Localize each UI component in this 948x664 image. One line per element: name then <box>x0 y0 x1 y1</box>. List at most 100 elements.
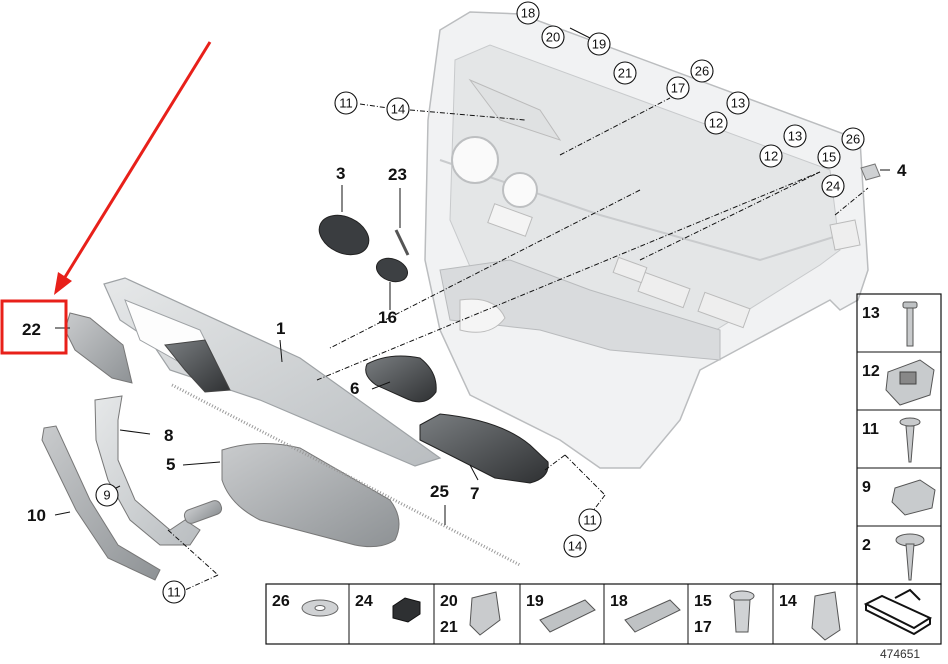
door-panel <box>424 11 869 469</box>
circle-11-c-label: 11 <box>167 585 181 600</box>
screw-13-icon <box>902 301 918 347</box>
circle-19: 19 <box>587 32 611 56</box>
circle-13-b-label: 13 <box>788 129 802 144</box>
part-7-pocket-trim <box>419 413 549 484</box>
screw-11-icon <box>899 417 921 463</box>
legend-bottom-19: 19 <box>526 593 544 610</box>
circle-21: 21 <box>613 61 637 85</box>
legend-bottom-18: 18 <box>610 593 628 610</box>
clip-18-icon <box>624 599 681 633</box>
circle-11-b-label: 11 <box>583 513 597 528</box>
callout-7: 7 <box>470 484 479 503</box>
part-9-handle-carrier <box>94 395 201 546</box>
diagram-id: 474651 <box>880 647 920 661</box>
callout-22: 22 <box>22 320 41 339</box>
circle-26-b: 26 <box>841 127 865 151</box>
circle-26-a: 26 <box>690 59 714 83</box>
circle-20: 20 <box>541 25 565 49</box>
circle-13-b: 13 <box>783 124 807 148</box>
callout-16: 16 <box>378 308 397 327</box>
circle-17-label: 17 <box>671 81 685 96</box>
circle-14-b: 14 <box>563 534 587 558</box>
circle-12-b-label: 12 <box>764 149 778 164</box>
legend-right-12: 12 <box>862 363 880 380</box>
legend-right-11: 11 <box>862 421 879 438</box>
circle-11-c: 11 <box>162 580 186 604</box>
legend-right-2: 2 <box>862 537 871 554</box>
legend-bottom-24: 24 <box>355 593 373 610</box>
part-3-speaker-grille <box>318 214 370 256</box>
circle-18-label: 18 <box>521 6 535 21</box>
callout-8: 8 <box>164 426 173 445</box>
trim-strip <box>103 277 442 467</box>
highlight-box <box>0 299 68 355</box>
part-22-cover <box>64 312 133 384</box>
callout-23: 23 <box>388 165 407 184</box>
legend-bottom-17: 17 <box>694 619 712 636</box>
legend-bottom-21: 21 <box>440 619 458 636</box>
circle-11-a-label: 11 <box>339 96 353 111</box>
circle-9-label: 9 <box>103 488 110 503</box>
legend-bottom-15: 15 <box>694 593 712 610</box>
highlight-arrow-line <box>60 41 212 283</box>
circle-14-a-label: 14 <box>391 102 405 117</box>
part-10-handle-cover <box>41 425 161 581</box>
callout-1: 1 <box>276 319 285 338</box>
circle-26-a-label: 26 <box>695 64 709 79</box>
circle-9: 9 <box>95 483 119 507</box>
highlight-arrow-head <box>54 272 72 295</box>
callout-25: 25 <box>430 482 449 501</box>
callout-6: 6 <box>350 379 359 398</box>
circle-26-b-label: 26 <box>846 132 860 147</box>
circle-12-a-label: 12 <box>709 116 723 131</box>
circle-14-b-label: 14 <box>568 539 582 554</box>
arrow-symbol-icon <box>863 588 933 636</box>
circle-11-a: 11 <box>334 91 358 115</box>
circle-20-label: 20 <box>546 30 560 45</box>
circle-15-label: 15 <box>822 150 836 165</box>
legend-bottom-26: 26 <box>272 593 290 610</box>
legend-bottom-20: 20 <box>440 593 458 610</box>
clip-20-21-icon <box>469 591 501 636</box>
legend-right-9: 9 <box>862 479 871 496</box>
clip-12-icon <box>885 359 935 406</box>
clip-19-icon <box>539 599 596 633</box>
legend-bottom-14: 14 <box>779 593 797 610</box>
callout-5: 5 <box>166 455 175 474</box>
part-9-stud <box>183 500 223 524</box>
circle-13-a: 13 <box>726 91 750 115</box>
washer-26-icon <box>301 599 339 617</box>
clip-14-icon <box>811 591 841 641</box>
part-5-armrest <box>221 442 400 548</box>
part-25-strip <box>171 383 521 567</box>
circle-18: 18 <box>516 1 540 25</box>
clip-9-icon <box>891 479 936 516</box>
screw-2-icon <box>895 533 925 581</box>
legend-icons <box>863 301 936 636</box>
rivet-15-17-icon <box>729 590 755 633</box>
circle-12-b: 12 <box>759 144 783 168</box>
circle-14-a: 14 <box>386 97 410 121</box>
callout-10: 10 <box>27 506 46 525</box>
part-6-switch-trim <box>365 355 437 403</box>
part-16-cover <box>376 257 408 283</box>
circle-15: 15 <box>817 145 841 169</box>
circle-17: 17 <box>666 76 690 100</box>
callout-4: 4 <box>897 161 907 180</box>
circle-24: 24 <box>821 174 845 198</box>
legend-right-13: 13 <box>862 305 880 322</box>
callout-3: 3 <box>336 164 345 183</box>
nut-24-icon <box>392 597 421 623</box>
circle-13-a-label: 13 <box>731 96 745 111</box>
circle-21-label: 21 <box>618 66 632 81</box>
circle-11-b: 11 <box>578 508 602 532</box>
part-4-clip <box>860 163 881 181</box>
circle-19-label: 19 <box>592 37 606 52</box>
legend-icons-bottom <box>301 590 841 641</box>
circle-24-label: 24 <box>826 179 840 194</box>
